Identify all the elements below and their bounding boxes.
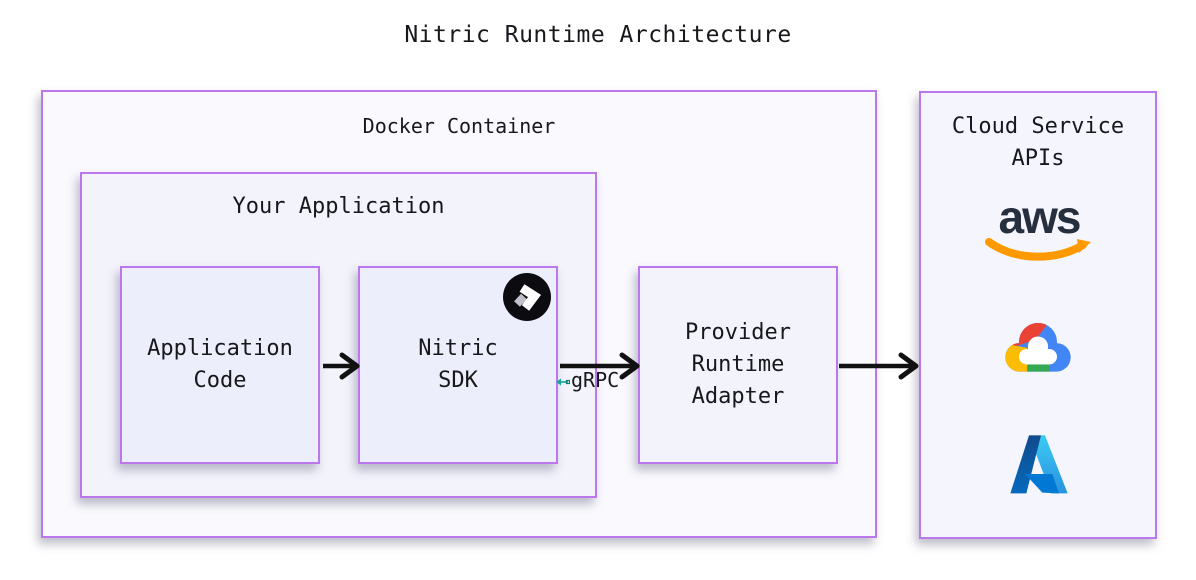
nitric-sdk-box: Nitric SDK [358, 266, 558, 464]
docker-container-box: Docker Container Your Application Applic… [41, 90, 877, 538]
provider-runtime-adapter-label: Provider Runtime Adapter [685, 320, 791, 409]
google-cloud-logo-icon [1000, 318, 1076, 384]
provider-runtime-adapter-box: Provider Runtime Adapter [638, 266, 838, 464]
nitric-sdk-label: Nitric SDK [418, 336, 498, 393]
aws-logo-icon: aws [979, 191, 1099, 263]
application-code-label: Application Code [147, 336, 293, 393]
your-application-label: Your Application [232, 194, 445, 219]
aws-logo-text: aws [998, 191, 1082, 243]
azure-logo-icon [1005, 433, 1069, 499]
diagram-title: Nitric Runtime Architecture [404, 22, 792, 48]
cloud-service-apis-box: Cloud Service APIs aws [919, 91, 1157, 539]
nitric-logo-icon [503, 273, 551, 321]
application-code-box: Application Code [120, 266, 320, 464]
your-application-box: Your Application Application Code Nitric… [80, 172, 597, 498]
grpc-label-text: gRPC [571, 368, 620, 392]
docker-container-label: Docker Container [362, 114, 556, 138]
cloud-service-apis-label: Cloud Service APIs [951, 114, 1125, 171]
grpc-arrow-icon [556, 370, 571, 394]
aws-smile-icon [985, 238, 1091, 261]
grpc-label: gRPC [556, 368, 619, 394]
